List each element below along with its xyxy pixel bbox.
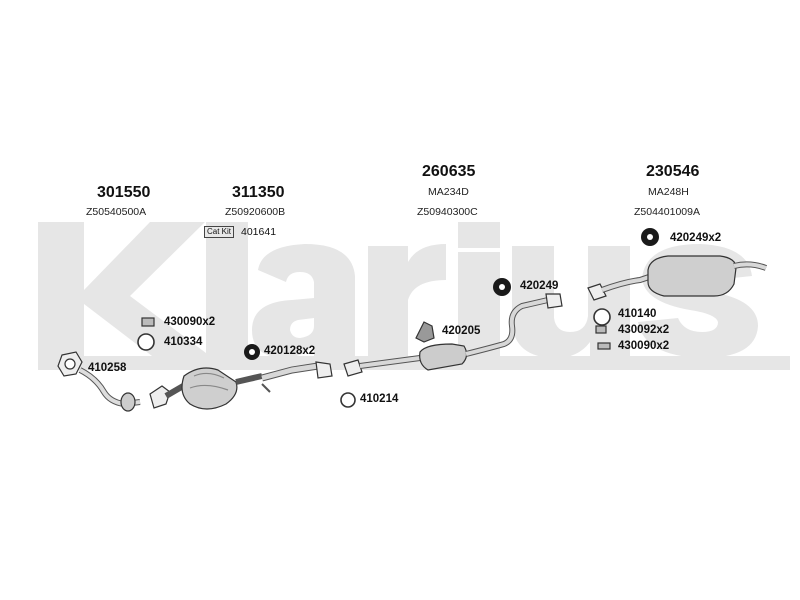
part-number-230546[interactable]: 230546 (646, 163, 700, 180)
part-label-410214[interactable]: 410214 (360, 393, 399, 405)
oe-code-z50920600b: Z50920600B (225, 206, 286, 218)
rubber-hanger-420249x2-icon[interactable] (641, 228, 659, 246)
part-label-430090x2-right[interactable]: 430090x2 (618, 340, 670, 352)
front-downpipe-part[interactable] (57, 351, 141, 412)
gasket-410140-icon[interactable] (593, 308, 611, 326)
part-label-420128x2[interactable]: 420128x2 (264, 345, 316, 357)
catalytic-converter-part[interactable] (149, 367, 263, 410)
gasket-410334-icon[interactable] (137, 333, 155, 351)
part-label-420249x2[interactable]: 420249x2 (670, 232, 722, 244)
rear-silencer-part[interactable] (587, 255, 768, 301)
clamp-430092-icon[interactable] (595, 325, 607, 334)
oe-code-z50540500a: Z50540500A (86, 206, 147, 218)
oe-code-z50940300c: Z50940300C (417, 206, 478, 218)
centre-silencer-part[interactable] (343, 293, 563, 377)
oe-code-ma248h: MA248H (648, 186, 689, 198)
cat-kit-number[interactable]: 401641 (241, 226, 277, 238)
part-label-420205[interactable]: 420205 (442, 325, 481, 337)
bracket-420205-icon[interactable] (415, 321, 435, 343)
part-label-410140[interactable]: 410140 (618, 308, 657, 320)
part-number-260635[interactable]: 260635 (422, 163, 476, 180)
gasket-410214-icon[interactable] (340, 392, 356, 408)
rubber-hanger-420249-icon[interactable] (493, 278, 511, 296)
clamp-430090-right-icon[interactable] (597, 342, 611, 350)
rubber-hanger-420128-icon[interactable] (244, 344, 260, 360)
clamp-430090-left-icon[interactable] (141, 317, 155, 327)
oe-code-z504401009a: Z504401009A (634, 206, 700, 218)
part-label-410334[interactable]: 410334 (164, 336, 203, 348)
part-number-311350[interactable]: 311350 (232, 184, 285, 201)
cat-kit-badge: Cat Kit (204, 226, 235, 238)
part-label-410258[interactable]: 410258 (88, 362, 127, 374)
part-label-430092x2[interactable]: 430092x2 (618, 324, 670, 336)
oe-code-ma234d: MA234D (428, 186, 469, 198)
part-label-430090x2-left[interactable]: 430090x2 (164, 316, 216, 328)
part-number-301550[interactable]: 301550 (97, 184, 151, 201)
part-label-420249[interactable]: 420249 (520, 280, 559, 292)
front-pipe-part[interactable] (261, 361, 333, 393)
